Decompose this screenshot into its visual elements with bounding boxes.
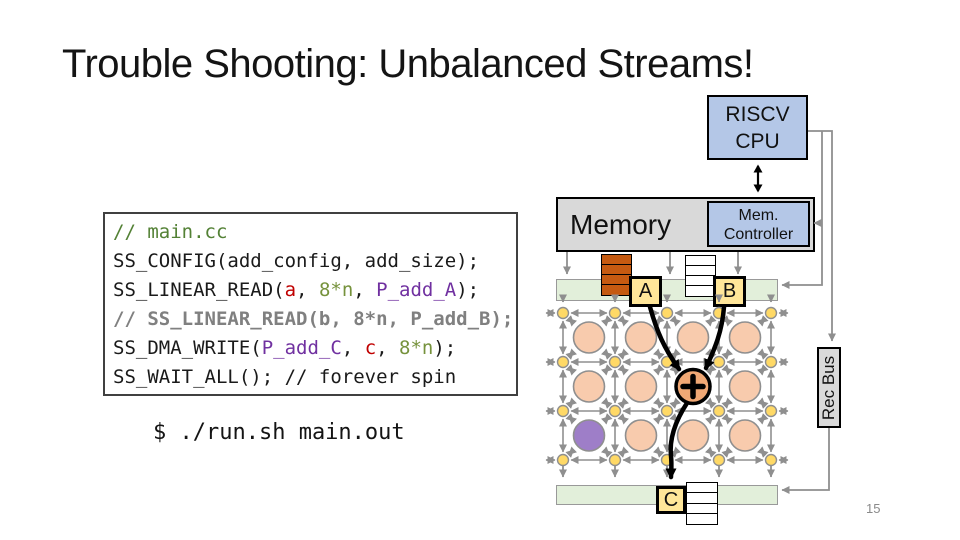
router-circle	[556, 355, 570, 369]
mem-controller-line1: Mem.	[738, 207, 779, 224]
pe-circle	[624, 370, 658, 403]
code-token: 8*n	[318, 279, 354, 301]
router-circle	[764, 306, 778, 320]
router-circle	[712, 404, 726, 418]
router-circle	[608, 306, 622, 320]
rec-bus-box: Rec Bus	[817, 347, 841, 428]
stream-adder-to-c	[665, 400, 690, 480]
code-token: 8*n	[399, 337, 434, 359]
router-circle	[556, 453, 570, 467]
purple-pe-circle	[572, 419, 606, 452]
fifo-cell	[601, 284, 632, 296]
stream-b-to-adder	[703, 304, 727, 371]
port-c-label: C	[656, 486, 686, 514]
router-circle	[608, 453, 622, 467]
code-line: // SS_LINEAR_READ(b, 8*n, P_add_B);	[113, 305, 516, 334]
code-token: ,	[376, 337, 400, 359]
pe-circle	[728, 321, 762, 354]
code-token: SS_DMA_WRITE(	[113, 337, 262, 359]
code-line: // main.cc	[113, 218, 516, 247]
page-number: 15	[866, 501, 881, 516]
port-a-label: A	[629, 276, 662, 307]
pe-circle	[572, 321, 606, 354]
code-token: P_add_A	[376, 279, 457, 301]
code-token: SS_LINEAR_READ(	[113, 279, 285, 301]
pe-circle	[728, 419, 762, 452]
mem-controller-box: Mem. Controller	[707, 201, 810, 247]
router-circle	[556, 404, 570, 418]
router-circle	[556, 306, 570, 320]
memory-label: Memory	[570, 208, 672, 240]
code-token: );	[433, 337, 457, 359]
rec-bus-label: Rec Bus	[819, 355, 838, 420]
stream-a-to-adder	[647, 304, 682, 372]
code-token: P_add_C	[261, 337, 342, 359]
pe-circle	[624, 321, 658, 354]
code-token: // SS_LINEAR_READ(b, 8*n, P_add_B);	[113, 308, 514, 330]
port-b-label: B	[713, 276, 746, 307]
pe-circle	[624, 419, 658, 452]
fifo-cell	[686, 513, 718, 526]
riscv-cpu-box: RISCV CPU	[707, 95, 808, 160]
pe-circle	[676, 419, 710, 452]
router-circle	[764, 453, 778, 467]
router-circle	[660, 453, 674, 467]
code-token: ,	[353, 279, 377, 301]
code-token: SS_CONFIG(add_config, add_size);	[113, 250, 480, 272]
code-token: ,	[296, 279, 319, 301]
mem-controller-line2: Controller	[723, 226, 794, 243]
cpu-label-line1: RISCV	[725, 102, 790, 126]
code-line: SS_CONFIG(add_config, add_size);	[113, 247, 516, 276]
fifo-stack-b-empty	[685, 255, 716, 297]
mesh-network	[545, 294, 789, 478]
code-token: SS_WAIT_ALL(); // forever spin	[113, 366, 457, 388]
code-token: c	[364, 337, 377, 359]
router-circle	[712, 306, 726, 320]
terminal-command: $ ./run.sh main.out	[153, 420, 405, 445]
router-circle	[660, 355, 674, 369]
router-circle	[608, 404, 622, 418]
slide-title: Trouble Shooting: Unbalanced Streams!	[62, 42, 754, 86]
router-circle	[764, 355, 778, 369]
router-circle	[660, 306, 674, 320]
adder-pe-circle	[674, 367, 712, 406]
fifo-cell	[685, 285, 716, 297]
code-token: // main.cc	[113, 221, 228, 243]
router-circle	[712, 453, 726, 467]
router-circle	[764, 404, 778, 418]
code-line: SS_WAIT_ALL(); // forever spin	[113, 363, 516, 392]
code-line: SS_DMA_WRITE(P_add_C, c, 8*n);	[113, 334, 516, 363]
recbus-to-outputbar-line	[781, 428, 830, 494]
pe-circle	[572, 370, 606, 403]
fifo-stack-a-full	[601, 254, 632, 296]
code-token: a	[284, 279, 297, 301]
router-circle	[608, 355, 622, 369]
fifo-stack-c-empty	[686, 482, 718, 526]
pe-circle	[676, 321, 710, 354]
router-circle	[660, 404, 674, 418]
code-line: SS_LINEAR_READ(a, 8*n, P_add_A);	[113, 276, 516, 305]
router-circle	[712, 355, 726, 369]
pe-circle	[728, 370, 762, 403]
code-token: );	[456, 279, 480, 301]
code-token: ,	[341, 337, 365, 359]
cpu-label-line2: CPU	[735, 129, 780, 153]
